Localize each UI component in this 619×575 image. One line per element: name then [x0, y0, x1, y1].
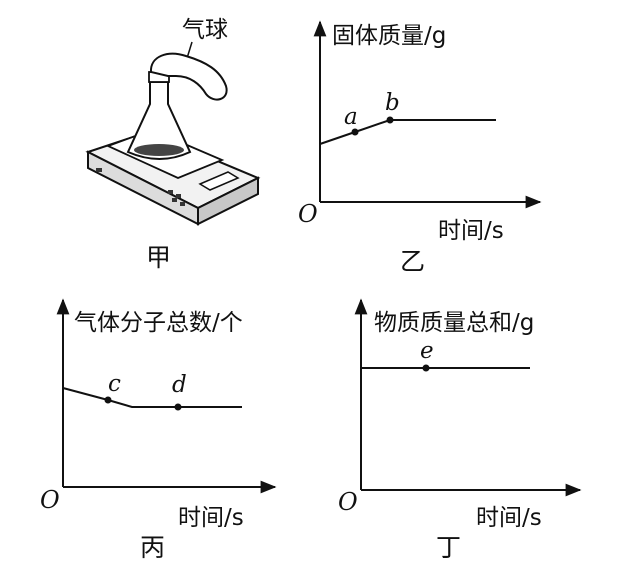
graph-caption: 丁 [436, 533, 461, 562]
apparatus-caption: 甲 [146, 243, 171, 272]
balance-display [198, 171, 240, 191]
point-b-label: b [385, 90, 400, 116]
solid-mass-curve [319, 119, 496, 145]
point-a [351, 128, 359, 136]
graph-solid-mass: 固体质量/g 时间/s O a b 乙 [298, 20, 542, 276]
balance-button [172, 198, 177, 202]
balloon [148, 52, 228, 101]
balance-button [176, 194, 181, 198]
x-axis-label: 时间/s [438, 218, 504, 244]
graph-caption: 丙 [140, 533, 165, 562]
graph-caption: 乙 [400, 247, 425, 276]
point-e-label: e [420, 338, 434, 364]
point-d [174, 403, 182, 411]
gas-molecules-curve [62, 387, 242, 408]
y-axis-label: 气体分子总数/个 [74, 310, 243, 336]
electronic-balance [85, 129, 261, 226]
x-axis-label: 时间/s [476, 505, 542, 531]
balance-button [168, 190, 173, 194]
point-c-label: c [108, 371, 121, 397]
balance-button [180, 202, 185, 206]
y-axis-label: 物质质量总和/g [374, 310, 534, 336]
origin-label: O [298, 200, 318, 228]
balloon-label: 气球 [182, 17, 228, 43]
x-axis-label: 时间/s [178, 505, 244, 531]
solid-sample [134, 144, 184, 156]
graph-gas-molecules: 气体分子总数/个 时间/s O c d 丙 [40, 298, 277, 562]
conical-flask [126, 81, 192, 160]
y-axis-label: 固体质量/g [332, 23, 446, 49]
point-a-label: a [344, 104, 358, 130]
origin-label: O [338, 488, 358, 516]
graph-total-mass: 物质质量总和/g 时间/s O e 丁 [338, 298, 582, 562]
point-c [104, 396, 112, 404]
point-b [386, 116, 394, 124]
point-e [422, 364, 430, 372]
origin-label: O [40, 486, 60, 514]
apparatus-figure: 气球 甲 [85, 17, 261, 272]
point-d-label: d [172, 372, 187, 398]
